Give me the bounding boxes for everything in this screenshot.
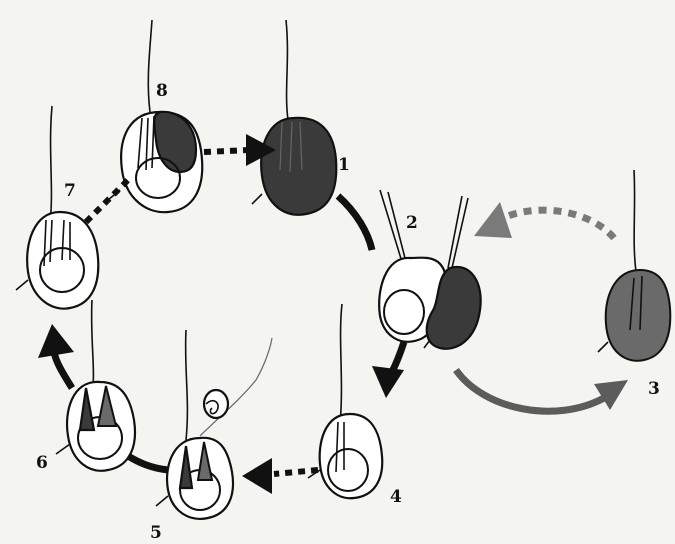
stage-label-7: 7	[64, 181, 76, 201]
stage-label-1: 1	[338, 155, 350, 175]
arrow-4-to-5	[242, 458, 318, 494]
arrow-5-to-6	[128, 456, 168, 470]
stage-label-5: 5	[150, 523, 162, 543]
cell-stage-3	[598, 170, 670, 361]
stage-label-6: 6	[36, 453, 48, 473]
cell-stage-7	[16, 106, 98, 309]
arrow-1-to-2	[338, 196, 372, 250]
cell-stage-4	[308, 304, 382, 498]
arrow-2-to-4	[372, 342, 404, 398]
cell-stage-1	[252, 20, 336, 215]
cell-stage-5	[156, 330, 272, 519]
arrow-7-to-8	[86, 178, 130, 222]
stage-label-3: 3	[648, 379, 660, 399]
stage-label-2: 2	[406, 213, 418, 233]
cell-stage-2	[379, 190, 481, 349]
stage-label-8: 8	[156, 81, 168, 101]
stage-label-4: 4	[390, 487, 402, 507]
arrow-6-to-7	[38, 324, 74, 388]
arrow-2-to-3	[456, 370, 628, 411]
arrow-3-to-2	[474, 202, 614, 238]
